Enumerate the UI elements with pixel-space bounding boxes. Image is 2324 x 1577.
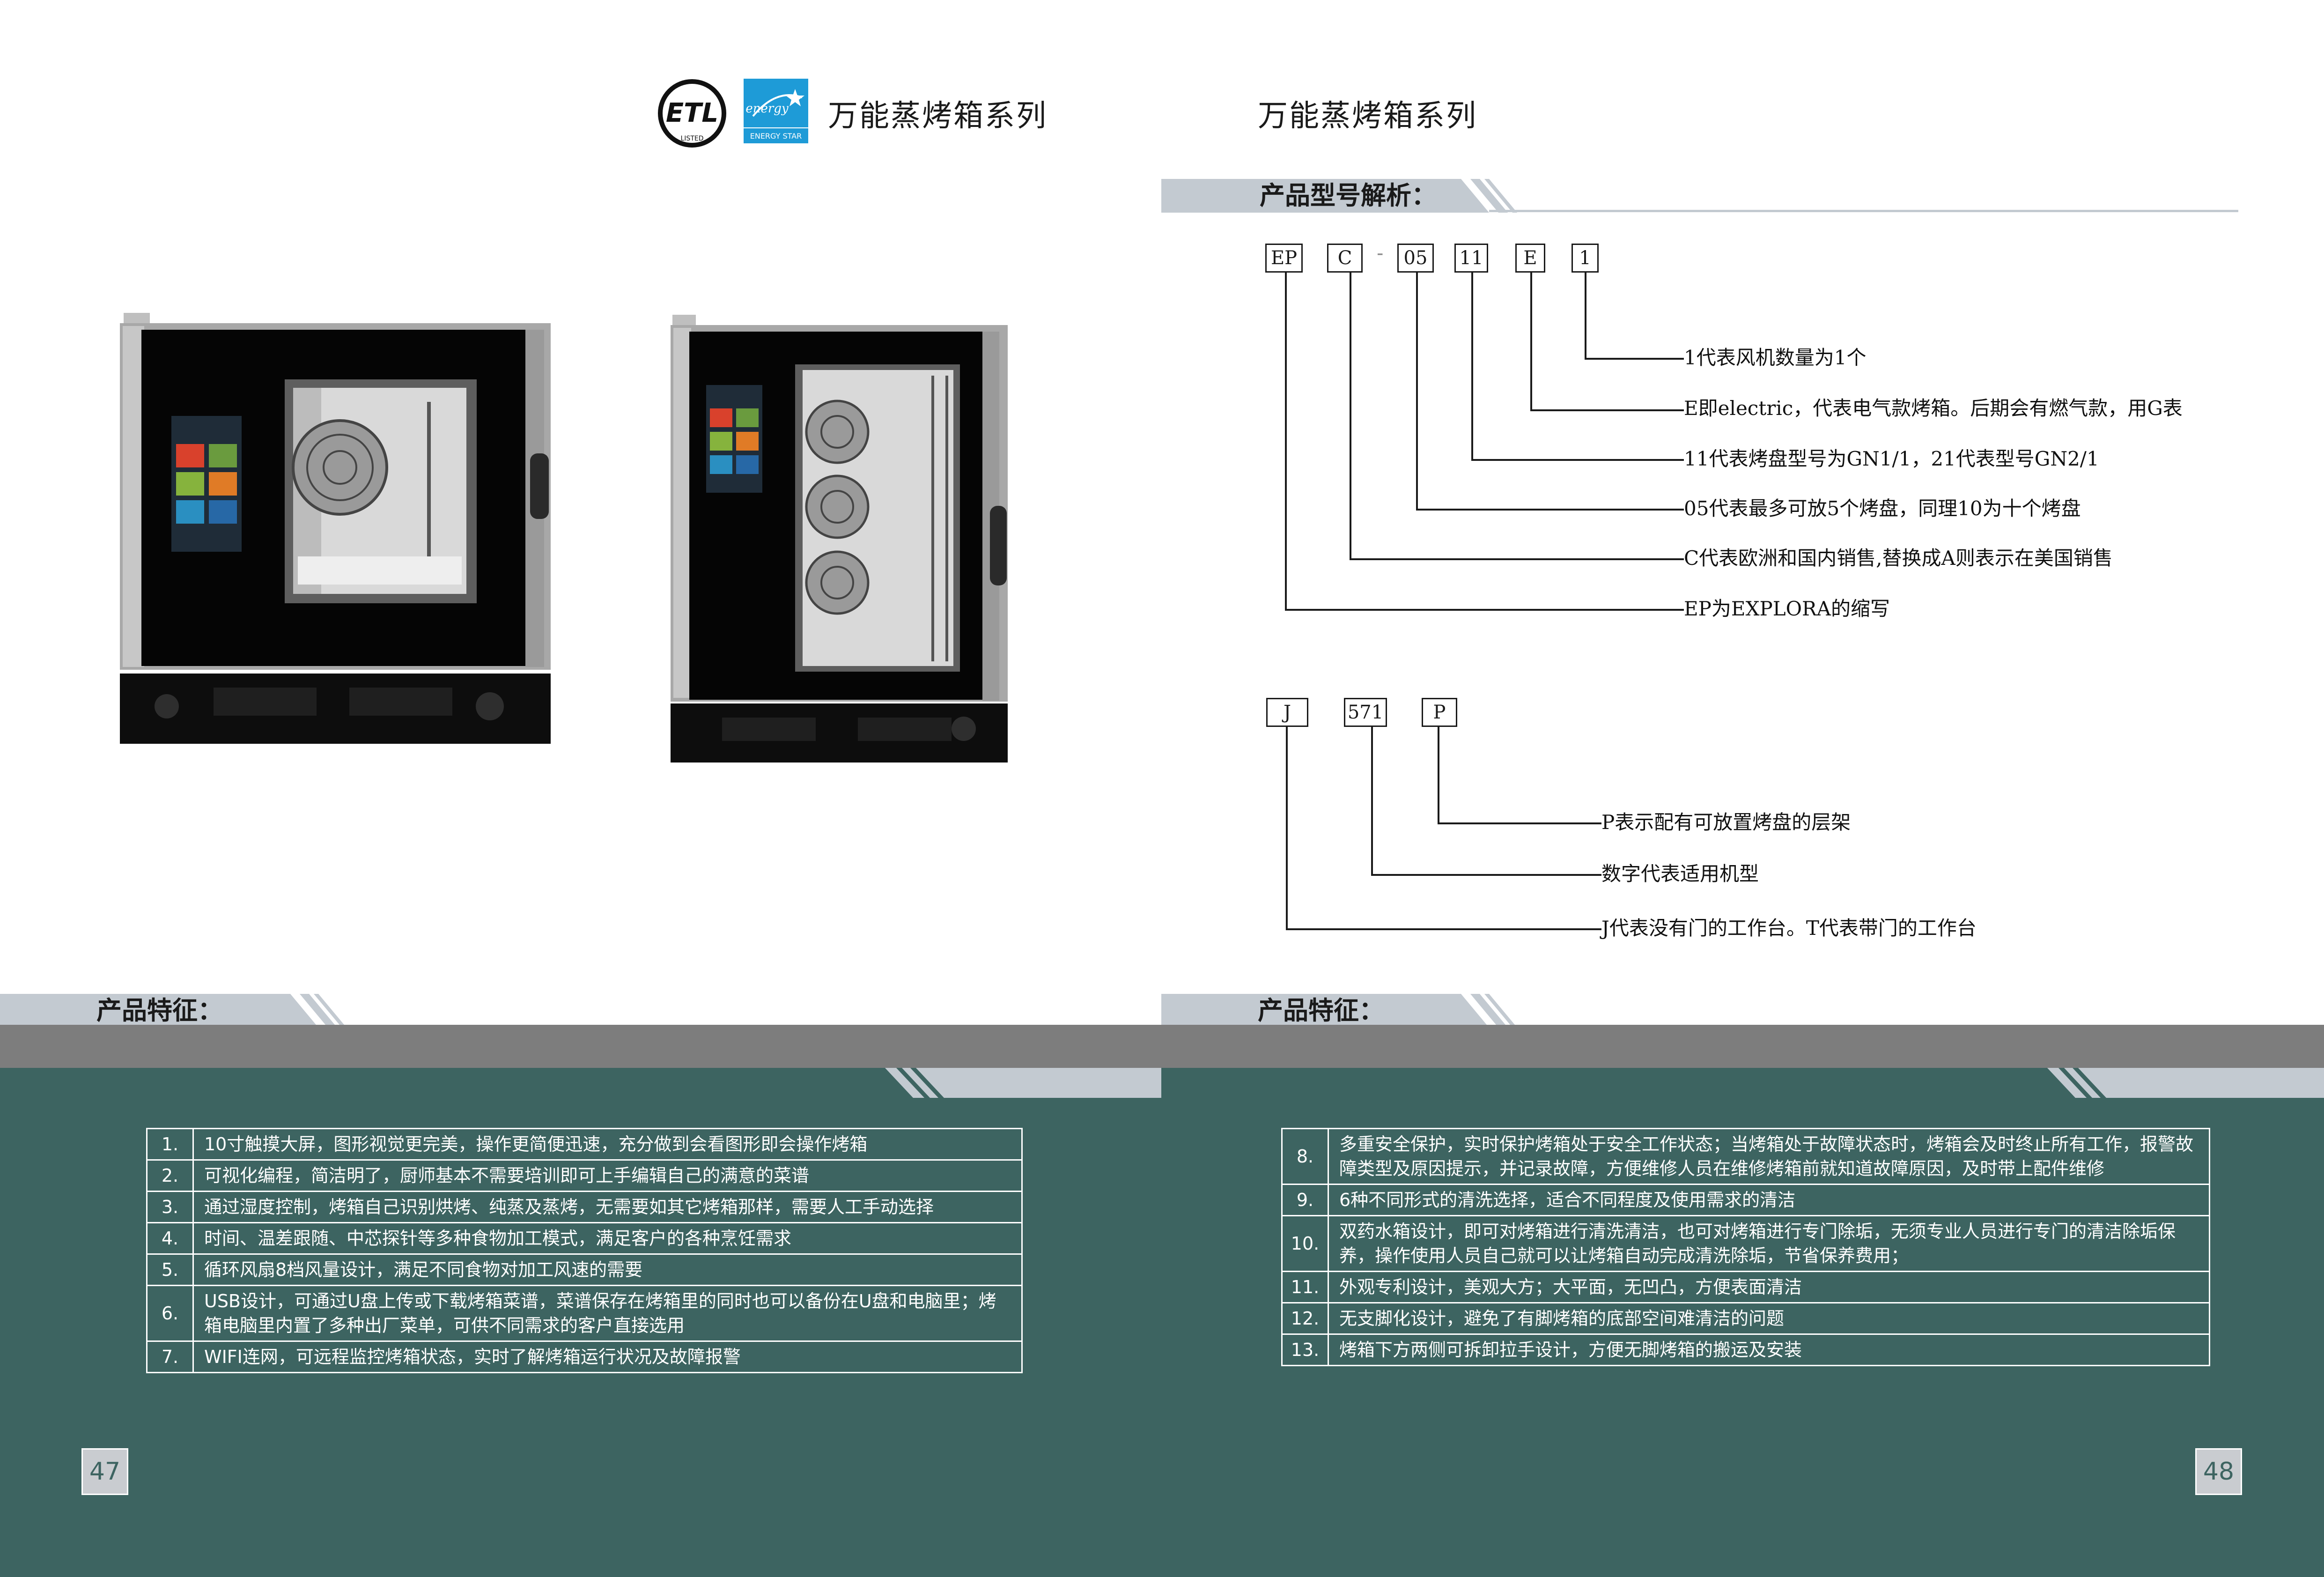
table-row: 3.通过湿度控制，烤箱自己识别烘烤、纯蒸及蒸烤，无需要如其它烤箱那样，需要人工手…	[146, 1191, 1023, 1223]
energy-star-script: energy	[745, 102, 789, 116]
code-box-11: 11	[1454, 244, 1488, 273]
model-analysis-band: 产品型号解析：	[1161, 179, 2238, 213]
feature-num: 1.	[146, 1128, 194, 1161]
feature-num: 9.	[1281, 1184, 1329, 1216]
code-box-c: C	[1327, 244, 1363, 273]
feature-num: 7.	[146, 1340, 194, 1373]
feature-text: 6种不同形式的清洗选择，适合不同程度及使用需求的清洁	[1328, 1184, 2210, 1216]
right-stripe-decoration	[2047, 1068, 2324, 1098]
model-note-electric: E即electric，代表电气款烤箱。后期会有燃气款，用G表	[1684, 397, 2183, 420]
code-box-j: J	[1266, 698, 1308, 727]
features-band-left: 产品特征：	[0, 994, 1063, 1028]
features-title-left: 产品特征：	[96, 996, 223, 1025]
features-table-left: 1.10寸触摸大屏，图形视觉更完美，操作更简便迅速，充分做到会看图形即会操作烤箱…	[146, 1128, 1023, 1373]
feature-text: 可视化编程，简洁明了，厨师基本不需要培训即可上手编辑自己的满意的菜谱	[192, 1159, 1023, 1192]
table-row: 6.USB设计，可通过U盘上传或下载烤箱菜谱，菜谱保存在烤箱里的同时也可以备份在…	[146, 1285, 1023, 1342]
etl-logo-text: ETL	[666, 98, 718, 128]
feature-text: WIFI连网，可远程监控烤箱状态，实时了解烤箱运行状况及故障报警	[192, 1340, 1023, 1373]
model-note-tray-count: 05代表最多可放5个烤盘，同理10为十个烤盘	[1684, 497, 2081, 520]
feature-text: 外观专利设计，美观大方；大平面，无凹凸，方便表面清洁	[1328, 1271, 2210, 1303]
left-stripe-decoration	[885, 1068, 1161, 1098]
table-row: 2.可视化编程，简洁明了，厨师基本不需要培训即可上手编辑自己的满意的菜谱	[146, 1159, 1023, 1192]
code-box-e: E	[1515, 244, 1545, 273]
model-note-fan-count: 1代表风机数量为1个	[1684, 346, 1867, 369]
feature-num: 10.	[1281, 1215, 1329, 1272]
feature-text: 烤箱下方两侧可拆卸拉手设计，方便无脚烤箱的搬运及安装	[1328, 1333, 2210, 1366]
grey-divider-band	[0, 1025, 2324, 1068]
features-title-right: 产品特征：	[1258, 996, 1384, 1025]
table-row: 13.烤箱下方两侧可拆卸拉手设计，方便无脚烤箱的搬运及安装	[1281, 1333, 2210, 1366]
feature-text: 时间、温差跟随、中芯探针等多种食物加工模式，满足客户的各种烹饪需求	[192, 1222, 1023, 1255]
feature-num: 5.	[146, 1253, 194, 1286]
features-table-right: 8.多重安全保护，实时保护烤箱处于安全工作状态；当烤箱处于故障状态时，烤箱会及时…	[1281, 1128, 2210, 1366]
model-analysis-title: 产品型号解析：	[1260, 181, 1437, 210]
table-row: 7.WIFI连网，可远程监控烤箱状态，实时了解烤箱运行状况及故障报警	[146, 1340, 1023, 1373]
feature-num: 11.	[1281, 1271, 1329, 1303]
energy-star-text: ENERGY STAR	[750, 132, 802, 141]
feature-text: 通过湿度控制，烤箱自己识别烘烤、纯蒸及蒸烤，无需要如其它烤箱那样，需要人工手动选…	[192, 1191, 1023, 1223]
table-row: 1.10寸触摸大屏，图形视觉更完美，操作更简便迅速，充分做到会看图形即会操作烤箱	[146, 1128, 1023, 1161]
table-row: 5.循环风扇8档风量设计，满足不同食物对加工风速的需要	[146, 1253, 1023, 1286]
code-dash: -	[1377, 243, 1384, 264]
features-band-right: 产品特征：	[1161, 994, 2238, 1028]
table-row: 9.6种不同形式的清洗选择，适合不同程度及使用需求的清洁	[1281, 1184, 2210, 1216]
feature-text: 无支脚化设计，避免了有脚烤箱的底部空间难清洁的问题	[1328, 1302, 2210, 1335]
model2-note-model: 数字代表适用机型	[1601, 862, 1759, 885]
feature-num: 12.	[1281, 1302, 1329, 1335]
feature-text: 循环风扇8档风量设计，满足不同食物对加工风速的需要	[192, 1253, 1023, 1286]
code-box-ep: EP	[1265, 244, 1303, 273]
table-row: 4.时间、温差跟随、中芯探针等多种食物加工模式，满足客户的各种烹饪需求	[146, 1222, 1023, 1255]
model-note-explora: EP为EXPLORA的缩写	[1684, 597, 1890, 620]
feature-num: 3.	[146, 1191, 194, 1223]
page-number-left: 47	[81, 1448, 128, 1495]
feature-text: 多重安全保护，实时保护烤箱处于安全工作状态；当烤箱处于故障状态时，烤箱会及时终止…	[1328, 1128, 2210, 1185]
table-row: 10.双药水箱设计，即可对烤箱进行清洗清洁，也可对烤箱进行专门除垢，无须专业人员…	[1281, 1215, 2210, 1272]
feature-text: 10寸触摸大屏，图形视觉更完美，操作更简便迅速，充分做到会看图形即会操作烤箱	[192, 1128, 1023, 1161]
code-box-571: 571	[1344, 698, 1387, 727]
feature-num: 6.	[146, 1285, 194, 1342]
table-row: 11.外观专利设计，美观大方；大平面，无凹凸，方便表面清洁	[1281, 1271, 2210, 1303]
etl-sub-text: LISTED	[681, 135, 704, 142]
table-row: 12.无支脚化设计，避免了有脚烤箱的底部空间难清洁的问题	[1281, 1302, 2210, 1335]
code-box-1: 1	[1571, 244, 1599, 273]
energy-star-logo: energy ENERGY STAR	[744, 79, 808, 143]
feature-num: 2.	[146, 1159, 194, 1192]
page-number-right: 48	[2195, 1448, 2242, 1495]
feature-text: 双药水箱设计，即可对烤箱进行清洗清洁，也可对烤箱进行专门除垢，无须专业人员进行专…	[1328, 1215, 2210, 1272]
oven-10-tray-image	[671, 315, 1008, 763]
table-row: 8.多重安全保护，实时保护烤箱处于安全工作状态；当烤箱处于故障状态时，烤箱会及时…	[1281, 1128, 2210, 1185]
code-box-05: 05	[1397, 244, 1434, 273]
feature-num: 13.	[1281, 1333, 1329, 1366]
model-note-tray-model: 11代表烤盘型号为GN1/1，21代表型号GN2/1	[1684, 447, 2099, 470]
feature-num: 8.	[1281, 1128, 1329, 1185]
feature-num: 4.	[146, 1222, 194, 1255]
model2-note-worktable: J代表没有门的工作台。T代表带门的工作台	[1601, 917, 1977, 940]
model2-note-shelf: P表示配有可放置烤盘的层架	[1601, 811, 1851, 834]
oven-5-tray-image	[120, 313, 551, 744]
right-series-title: 万能蒸烤箱系列	[1258, 99, 1477, 133]
left-series-title: 万能蒸烤箱系列	[828, 99, 1048, 133]
etl-logo: ETL LISTED	[657, 79, 727, 148]
feature-text: USB设计，可通过U盘上传或下载烤箱菜谱，菜谱保存在烤箱里的同时也可以备份在U盘…	[192, 1285, 1023, 1342]
model-note-market: C代表欧洲和国内销售,替换成A则表示在美国销售	[1684, 547, 2113, 570]
code-box-p: P	[1422, 698, 1457, 727]
